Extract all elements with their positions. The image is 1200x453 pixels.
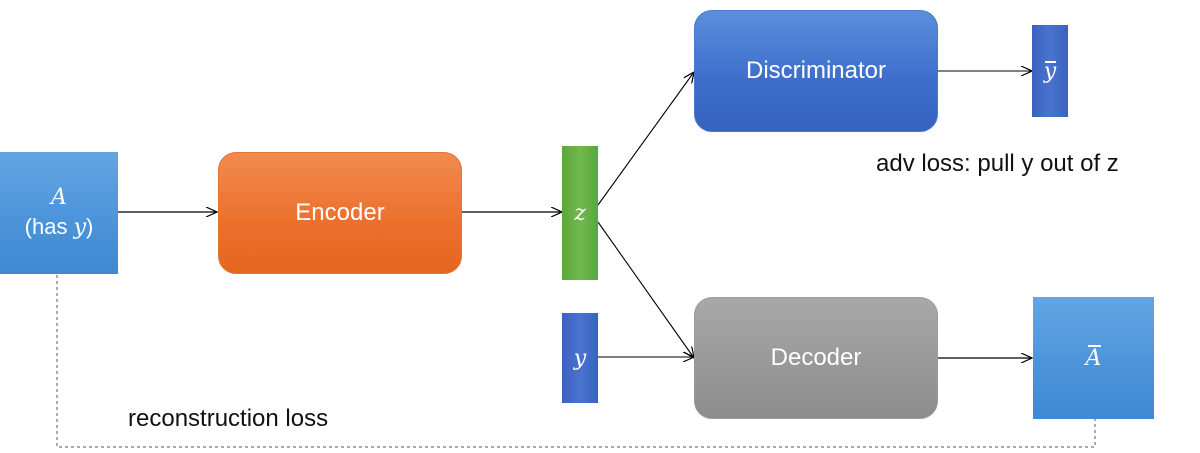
y-bar-block: y bbox=[1032, 25, 1068, 117]
input-a-symbol: A bbox=[51, 184, 67, 210]
y-bar-overline bbox=[1044, 61, 1057, 63]
arrow-z-to-discriminator bbox=[597, 72, 694, 206]
encoder-label: Encoder bbox=[295, 199, 385, 226]
reconstruction-loss-label: reconstruction loss bbox=[128, 405, 329, 432]
encoder-block: Encoder bbox=[218, 152, 462, 274]
decoder-label: Decoder bbox=[770, 344, 862, 371]
label-y-block: y bbox=[562, 313, 598, 403]
arrow-z-to-decoder bbox=[597, 221, 694, 358]
latent-z-block: z bbox=[562, 146, 598, 280]
input-a-caption: (has y) bbox=[25, 212, 94, 243]
label-y-symbol: y bbox=[573, 345, 587, 371]
a-bar-wrap: A bbox=[1086, 345, 1102, 371]
y-bar-wrap: y bbox=[1043, 58, 1057, 84]
a-bar-block: A bbox=[1033, 297, 1154, 419]
a-bar-overline bbox=[1087, 345, 1102, 347]
y-bar-symbol: y bbox=[1043, 59, 1057, 84]
a-bar-symbol: A bbox=[1085, 346, 1102, 371]
adv-loss-label: adv loss: pull y out of z bbox=[876, 150, 1119, 177]
discriminator-label: Discriminator bbox=[745, 57, 886, 84]
input-a-block: A (has y) bbox=[0, 152, 118, 274]
decoder-block: Decoder bbox=[694, 297, 938, 419]
input-a-caption-suffix: ) bbox=[86, 213, 94, 239]
input-a-caption-symbol: y bbox=[73, 214, 87, 240]
input-a-caption-prefix: (has bbox=[24, 213, 74, 239]
latent-z-symbol: z bbox=[574, 200, 586, 226]
discriminator-block: Discriminator bbox=[694, 10, 938, 132]
